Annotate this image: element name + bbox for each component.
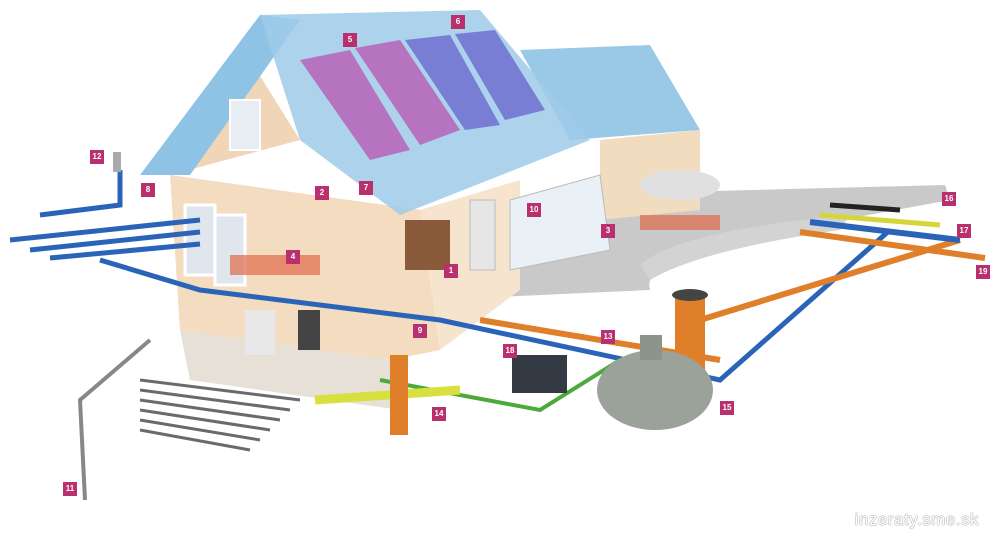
callout-13: 13 xyxy=(601,330,615,344)
callout-11: 11 xyxy=(63,482,77,496)
solar-thermal-1 xyxy=(300,50,410,160)
solar-thermal-2 xyxy=(355,40,460,145)
heat-pump xyxy=(245,310,275,355)
ground-probe-pipe xyxy=(77,338,152,501)
callout-2: 2 xyxy=(315,186,329,200)
callout-5: 5 xyxy=(343,33,357,47)
callout-9: 9 xyxy=(413,324,427,338)
pv-panel-2 xyxy=(455,30,545,120)
drain-shaft xyxy=(390,355,408,435)
watermark: inzeraty.sme.sk xyxy=(854,510,979,529)
retention-box xyxy=(512,355,567,393)
water-supply-pipe xyxy=(809,219,961,243)
rainwater-pipe xyxy=(379,358,622,413)
roof-left xyxy=(140,15,300,175)
callout-19: 19 xyxy=(976,265,990,279)
cable-duct xyxy=(829,202,901,213)
air-collector xyxy=(9,170,892,383)
car xyxy=(640,170,720,200)
callout-7: 7 xyxy=(359,181,373,195)
callout-12: 12 xyxy=(90,150,104,164)
callout-15: 15 xyxy=(720,401,734,415)
rainwater-tank xyxy=(597,350,713,430)
pv-panel-1 xyxy=(405,35,500,130)
ground-collector xyxy=(139,378,301,452)
callout-1: 1 xyxy=(444,264,458,278)
callout-16: 16 xyxy=(942,192,956,206)
floor-heating-garage xyxy=(640,215,720,230)
callout-8: 8 xyxy=(141,183,155,197)
callout-17: 17 xyxy=(957,224,971,238)
callout-14: 14 xyxy=(432,407,446,421)
callout-18: 18 xyxy=(503,344,517,358)
conservatory xyxy=(509,174,611,271)
callout-10: 10 xyxy=(527,203,541,217)
callout-4: 4 xyxy=(286,250,300,264)
water-heater xyxy=(298,310,320,350)
callout-3: 3 xyxy=(601,224,615,238)
callout-6: 6 xyxy=(451,15,465,29)
foundation xyxy=(180,330,400,410)
floor-heating-living xyxy=(230,255,320,275)
gas-pipe xyxy=(819,212,941,228)
